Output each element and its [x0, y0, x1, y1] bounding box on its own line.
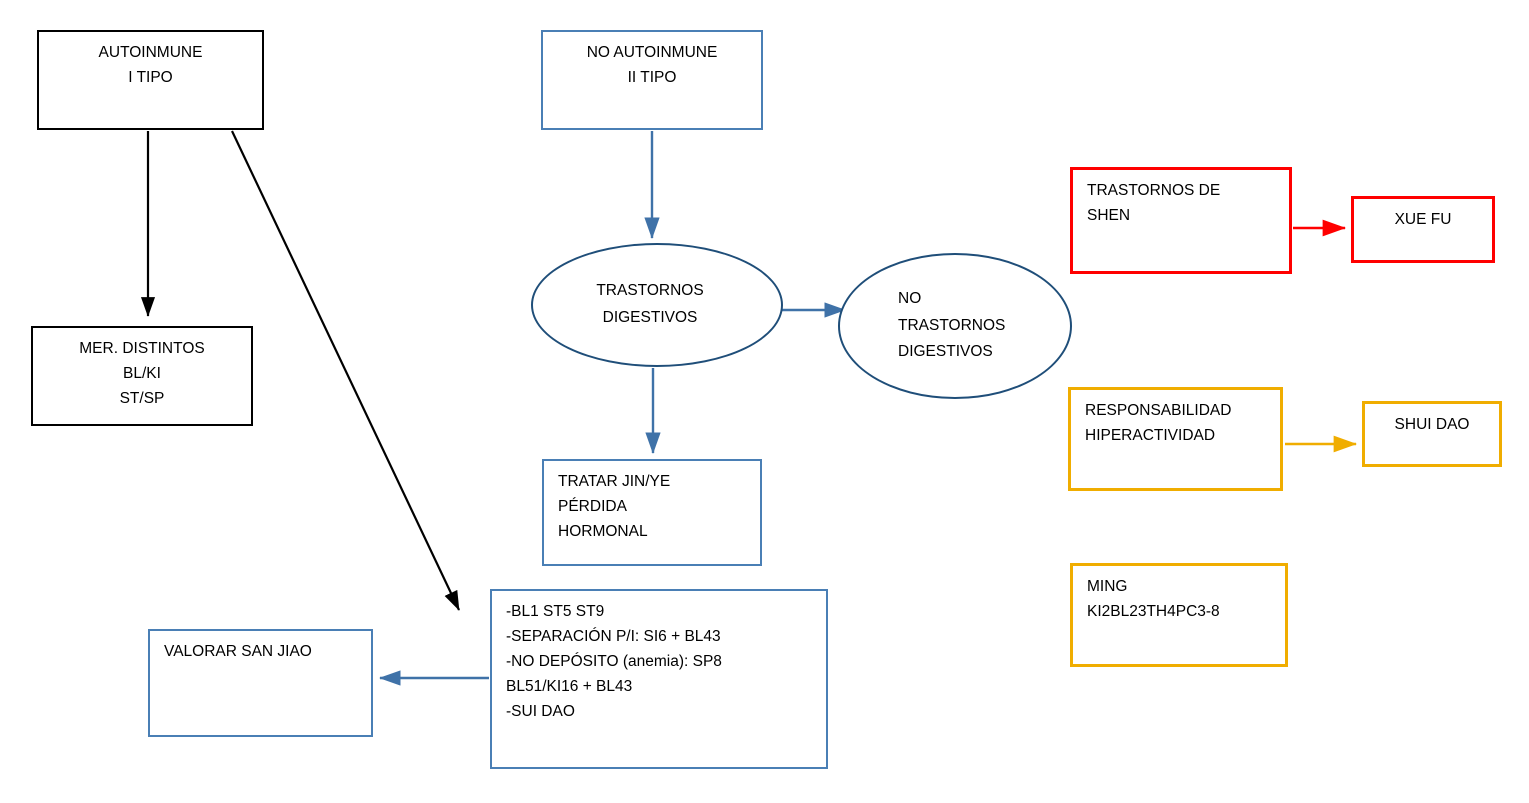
- autoinmune-i-tipo-box[interactable]: AUTOINMUNE I TIPO: [37, 30, 264, 130]
- edge-autoinmune-to-puntos-tratamiento: [231, 130, 460, 611]
- no-trastornos-digestivos-ellipse[interactable]: NO TRASTORNOS DIGESTIVOS: [838, 253, 1072, 399]
- shui-dao-box[interactable]: SHUI DAO: [1362, 401, 1502, 467]
- autoinmune-i-tipo-box-label: AUTOINMUNE I TIPO: [98, 44, 203, 87]
- xue-fu-box[interactable]: XUE FU: [1351, 196, 1495, 263]
- trastornos-digestivos-ellipse-label: TRASTORNOS DIGESTIVOS: [596, 282, 704, 326]
- responsabilidad-hiperactividad-box[interactable]: RESPONSABILIDAD HIPERACTIVIDAD: [1068, 387, 1283, 491]
- trastornos-de-shen-box-label: TRASTORNOS DE SHEN: [1087, 182, 1221, 225]
- mer-distintos-box[interactable]: MER. DISTINTOS BL/KI ST/SP: [31, 326, 253, 426]
- ming-box[interactable]: MING KI2BL23TH4PC3-8: [1070, 563, 1288, 667]
- xue-fu-box-label: XUE FU: [1394, 211, 1452, 228]
- ming-box-label: MING KI2BL23TH4PC3-8: [1087, 578, 1220, 621]
- no-autoinmune-ii-tipo-box-label: NO AUTOINMUNE II TIPO: [586, 44, 718, 87]
- shui-dao-box-label: SHUI DAO: [1394, 416, 1470, 433]
- no-autoinmune-ii-tipo-box[interactable]: NO AUTOINMUNE II TIPO: [541, 30, 763, 130]
- tratar-jin-ye-box[interactable]: TRATAR JIN/YE PÉRDIDA HORMONAL: [542, 459, 762, 566]
- puntos-tratamiento-box[interactable]: -BL1 ST5 ST9 -SEPARACIÓN P/I: SI6 + BL43…: [490, 589, 828, 769]
- tratar-jin-ye-box-label: TRATAR JIN/YE PÉRDIDA HORMONAL: [558, 473, 671, 541]
- trastornos-de-shen-box[interactable]: TRASTORNOS DE SHEN: [1070, 167, 1292, 274]
- no-trastornos-digestivos-ellipse-label: NO TRASTORNOS DIGESTIVOS: [898, 290, 1006, 361]
- trastornos-digestivos-ellipse[interactable]: TRASTORNOS DIGESTIVOS: [531, 243, 783, 367]
- responsabilidad-hiperactividad-box-label: RESPONSABILIDAD HIPERACTIVIDAD: [1085, 402, 1232, 445]
- puntos-tratamiento-box-label: -BL1 ST5 ST9 -SEPARACIÓN P/I: SI6 + BL43…: [506, 603, 722, 721]
- valorar-san-jiao-box[interactable]: VALORAR SAN JIAO: [148, 629, 373, 737]
- mer-distintos-box-label: MER. DISTINTOS BL/KI ST/SP: [79, 340, 205, 408]
- valorar-san-jiao-box-label: VALORAR SAN JIAO: [164, 643, 312, 660]
